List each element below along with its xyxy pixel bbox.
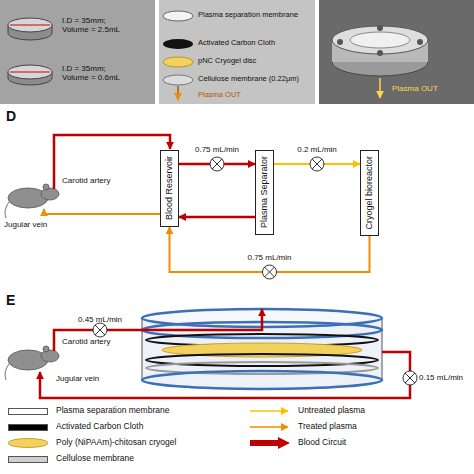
pump-cross (312, 159, 322, 169)
text-label: Cellulose membrane (0.22µm) (198, 75, 299, 84)
exploded-view (159, 0, 315, 104)
artery-line (54, 135, 170, 189)
legend-text: Plasma separation membrane (56, 406, 169, 416)
legend-sample (8, 439, 48, 448)
text-label: Jugular vein (56, 374, 99, 383)
text-label: Carotid artery (62, 337, 110, 346)
box-label: Plasma Separator (260, 156, 270, 228)
pump-cross (265, 267, 275, 277)
pump-cross (212, 159, 222, 169)
rat-figure (5, 346, 59, 380)
text-label: Plasma separation membrane (198, 11, 298, 20)
process-box: Blood Reservoir (160, 150, 179, 227)
pump-circle (210, 157, 224, 171)
assembled-device (319, 0, 474, 104)
pump-symbol (263, 265, 277, 279)
pump-symbol (310, 157, 324, 171)
pump-cross (312, 159, 322, 169)
legend-text: Activated Carbon Cloth (56, 422, 143, 432)
box-label: Cryogel bioreactor (365, 156, 375, 230)
pump-symbol (210, 157, 224, 171)
process-box: Plasma Separator (255, 150, 274, 235)
legend-sample (250, 437, 290, 449)
text-label: Plasma OUT (392, 84, 438, 93)
vein-line (44, 209, 160, 214)
legend-text: Blood Circuit (298, 438, 346, 448)
legend-text: Poly (NiPAAm)-chitosan cryogel (56, 438, 176, 448)
text-label: Activated Carbon Cloth (198, 39, 275, 48)
pump-symbol (93, 323, 107, 337)
legend-text: Untreated plasma (298, 406, 365, 416)
pump-symbol (403, 371, 417, 385)
flow-rate: 0.75 mL/min (194, 145, 240, 154)
pump-cross (212, 159, 222, 169)
device-render (0, 0, 155, 104)
text-label: 0.15 mL/min (418, 373, 464, 382)
text-label: I.D = 35mm; Volume = 2.5mL (62, 16, 132, 34)
panel-letter: E (6, 292, 15, 308)
legend-swatch (8, 424, 48, 431)
panel-letter: D (6, 108, 16, 124)
artery-line (54, 309, 262, 351)
text-label: 0.45 mL/min (78, 315, 122, 324)
pump-circle (263, 265, 277, 279)
flow-rate: 0.2 mL/min (296, 145, 338, 154)
legend-sample (250, 410, 288, 412)
text-label: I.D = 35mm; Volume = 0.6mL (62, 64, 132, 82)
text-label: pNC Cryogel disc (198, 57, 256, 66)
text-label: Jugular vein (4, 220, 47, 229)
pump-cross (265, 267, 275, 277)
legend-swatch (8, 456, 48, 463)
box-label: Blood Reservoir (165, 156, 175, 220)
legend-text: Treated plasma (298, 422, 357, 432)
text-label: Plasma OUT (198, 91, 241, 100)
text-label: Carotid artery (62, 176, 110, 185)
legend-text: Cellulose membrane (56, 454, 134, 464)
legend-sample (250, 426, 288, 428)
flow-rate: 0.75 mL/min (246, 253, 292, 262)
legend-swatch (8, 408, 48, 415)
pump-circle (310, 157, 324, 171)
flow-connector (179, 216, 255, 219)
vein-line (40, 352, 410, 398)
process-box: Cryogel bioreactor (360, 150, 379, 236)
rat-figure (5, 184, 59, 218)
